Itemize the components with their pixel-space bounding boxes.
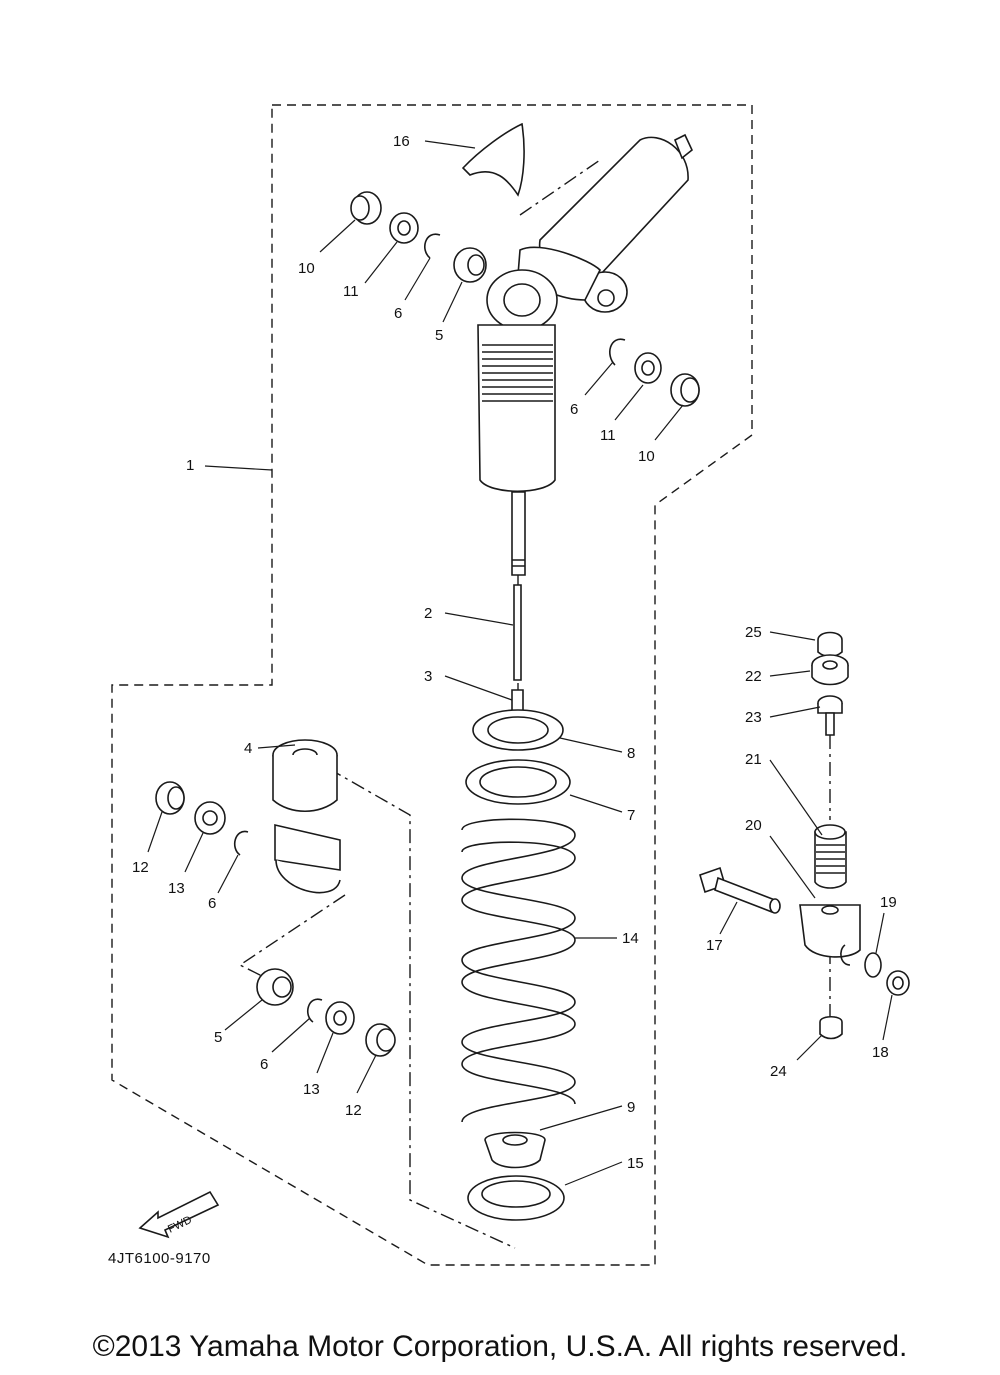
callout-6-mid-left: 6 [208, 895, 216, 912]
small-nut-part [886, 970, 910, 996]
callout-14: 14 [622, 930, 639, 947]
callout-11-upper-left: 11 [343, 283, 359, 300]
nut-part [811, 654, 849, 686]
spring-guide-part [467, 1175, 565, 1221]
alignment-line-lower [304, 754, 516, 1249]
callout-19: 19 [880, 894, 897, 911]
callout-15: 15 [627, 1155, 644, 1172]
callout-10-upper-right: 10 [638, 448, 655, 465]
callout-21: 21 [745, 751, 762, 768]
callout-1: 1 [186, 457, 194, 474]
lower-left-hardware [155, 781, 249, 856]
bracket-part [799, 904, 861, 966]
callout-13-lower: 13 [303, 1081, 320, 1098]
callout-10-upper-left: 10 [298, 260, 315, 277]
callout-22: 22 [745, 668, 762, 685]
copyright-notice: ©2013 Yamaha Motor Corporation, U.S.A. A… [92, 1330, 908, 1363]
bumper-part [484, 1131, 546, 1169]
diagram-code: 4JT6100-9170 [108, 1250, 211, 1267]
callout-24: 24 [770, 1063, 787, 1080]
upper-right-hardware [609, 338, 700, 407]
lower-bottom-hardware [256, 968, 396, 1057]
locknut-ring [465, 759, 571, 805]
callout-13-left: 13 [168, 880, 185, 897]
bolt-part [699, 866, 781, 914]
callout-25: 25 [745, 624, 762, 641]
callout-6-lower: 6 [260, 1056, 268, 1073]
callout-5-lower: 5 [214, 1029, 222, 1046]
leader-lines [147, 140, 893, 1186]
alignment-line-upper [519, 159, 601, 216]
callout-5-upper: 5 [435, 327, 443, 344]
callouts: 1 2 3 4 5 5 6 6 6 6 7 8 9 10 10 11 11 12… [132, 133, 897, 1172]
callout-2: 2 [424, 605, 432, 622]
washer-part [864, 952, 882, 978]
callout-6-upper-right: 6 [570, 401, 578, 418]
upper-left-hardware [350, 191, 487, 283]
callout-12-left: 12 [132, 859, 149, 876]
protector-part [461, 122, 525, 197]
callout-6-upper-left: 6 [394, 305, 402, 322]
fwd-arrow-icon: FWD [138, 1190, 220, 1239]
callout-7: 7 [627, 807, 635, 824]
collar-part [819, 1015, 843, 1040]
callout-23: 23 [745, 709, 762, 726]
callout-9: 9 [627, 1099, 635, 1116]
callout-3: 3 [424, 668, 432, 685]
callout-16: 16 [393, 133, 410, 150]
callout-12-lower: 12 [345, 1102, 362, 1119]
screw-part [817, 695, 843, 736]
callout-8: 8 [627, 745, 635, 762]
callout-11-upper-right: 11 [600, 427, 616, 444]
shock-body [477, 269, 558, 576]
cap-part [817, 631, 843, 658]
assembly-boundary [111, 104, 753, 1266]
push-rod-part [513, 584, 522, 681]
lower-clevis [272, 739, 341, 894]
callout-20: 20 [745, 817, 762, 834]
callout-18: 18 [872, 1044, 889, 1061]
rear-shock-exploded-diagram: FWD 1 2 [108, 104, 910, 1267]
callout-17: 17 [706, 937, 723, 954]
spring-adjuster-ring [472, 709, 564, 751]
coil-spring [461, 818, 576, 1123]
adjuster-spring-part [814, 824, 847, 889]
alignment-line-clevis-bushing [238, 894, 346, 981]
callout-4: 4 [244, 740, 252, 757]
